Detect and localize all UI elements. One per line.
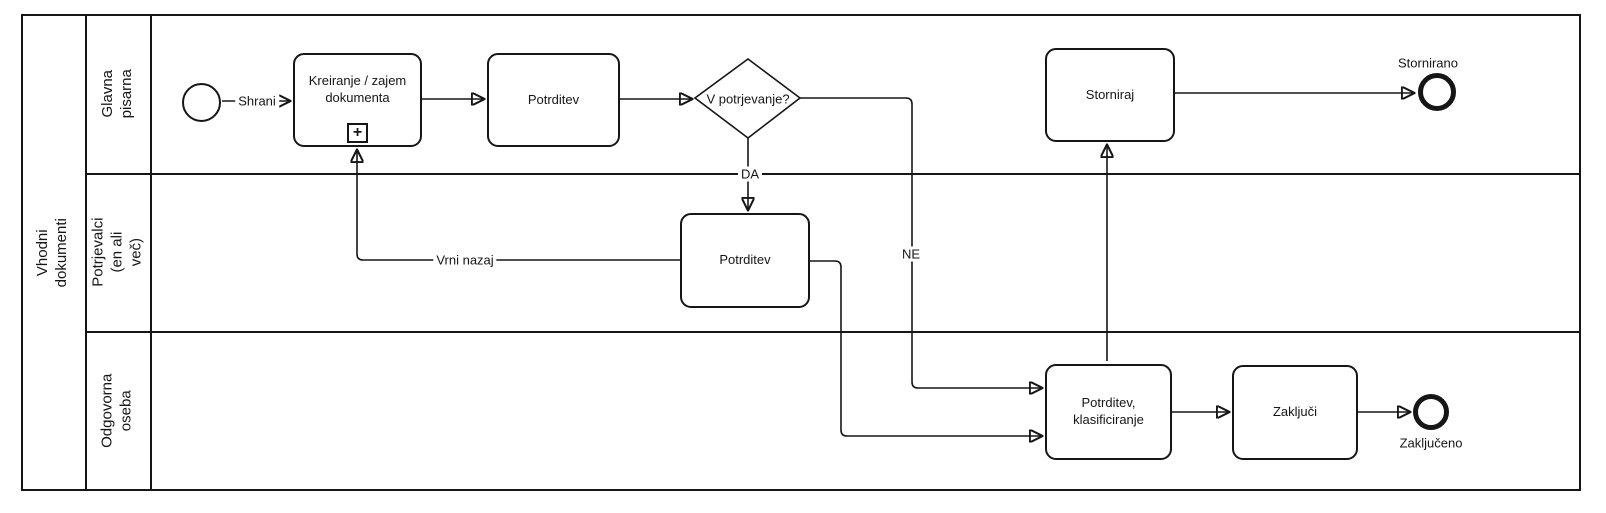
plus-glyph: + — [352, 124, 363, 141]
pool-vhodni-dokumenti — [21, 14, 1581, 491]
lane-divider-1 — [85, 173, 1581, 175]
task-label: Potrditev — [719, 252, 771, 268]
flow-label-shrani: Shrani — [235, 93, 279, 109]
task-label: Potrditev, klasificiranje — [1073, 395, 1144, 427]
end-label-stornirano: Stornirano — [1398, 55, 1458, 71]
end-label-zakljuceno: Zaključeno — [1399, 435, 1463, 451]
flow-label-ne: NE — [898, 246, 924, 262]
flow-potrditev-to-klasificiranje[interactable] — [810, 260, 1042, 436]
gateway-v-potrjevanje-label: V potrjevanje? — [706, 91, 790, 107]
task-label: Kreiranje / zajem dokumenta — [308, 73, 407, 105]
task-potrditev-mid[interactable]: Potrditev — [680, 213, 810, 308]
task-zakljuci[interactable]: Zaključi — [1232, 365, 1358, 460]
lane-divider-2 — [85, 331, 1581, 333]
end-event-stornirano[interactable] — [1418, 73, 1456, 111]
gateway-v-potrjevanje-shape[interactable] — [693, 58, 802, 140]
flow-label-vrni-nazaj: Vrni nazaj — [433, 252, 497, 268]
flow-ne[interactable] — [800, 97, 1042, 388]
end-event-zakljuceno[interactable] — [1413, 394, 1449, 430]
flow-label-da: DA — [737, 166, 763, 182]
pool-label-divider — [85, 14, 87, 491]
task-storniraj[interactable]: Storniraj — [1045, 48, 1175, 142]
task-label: Zaključi — [1272, 404, 1318, 420]
lane-label-divider — [150, 14, 152, 491]
task-label: Potrditev — [527, 91, 580, 107]
task-potrditev-top[interactable]: Potrditev — [487, 53, 620, 147]
start-event[interactable] — [182, 83, 221, 122]
subprocess-plus-icon[interactable]: + — [347, 123, 368, 143]
task-potrditev-klasificiranje[interactable]: Potrditev, klasificiranje — [1045, 364, 1172, 460]
flow-vrni-nazaj[interactable] — [357, 150, 680, 261]
task-label: Storniraj — [1085, 86, 1135, 102]
